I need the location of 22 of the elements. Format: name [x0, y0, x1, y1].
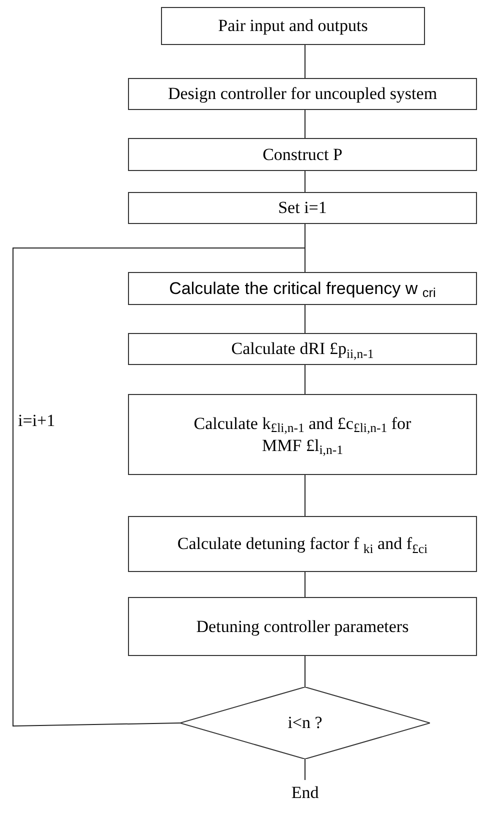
end-label: End [285, 780, 325, 806]
connector-line [304, 572, 306, 598]
connector-line [304, 304, 306, 334]
process-box: Calculate the critical frequency w $_{cri}$ [128, 272, 477, 305]
process-box: Construct P [128, 138, 477, 171]
process-box: Set i=1 [128, 192, 477, 224]
process-box: Calculate detuning factor f $_{ki}$ and f$_{£ci}$ [128, 516, 477, 572]
process-box: Detuning controller parameters [128, 597, 477, 656]
connector-line [304, 110, 306, 138]
connector-line [12, 248, 306, 726]
process-box: Design controller for uncoupled system [128, 78, 477, 110]
connector-line [304, 656, 306, 688]
process-box: Pair input and outputs [161, 7, 425, 45]
process-box: Calculate dRI £p$_{ii,n-1}$ [128, 333, 477, 365]
connector-line [304, 474, 306, 516]
connector-line [304, 44, 306, 78]
edge-label: i=i+1 [18, 412, 56, 429]
connector-line [304, 170, 306, 192]
connector-line [304, 758, 306, 780]
connector-line [304, 364, 306, 394]
decision-diamond: i<n ? [180, 687, 430, 759]
process-box: Calculate k$_{£li,n-1}$ and £c$_{£li,n-1}$ for MMF £l$_{i,n-1}$ [128, 394, 477, 475]
